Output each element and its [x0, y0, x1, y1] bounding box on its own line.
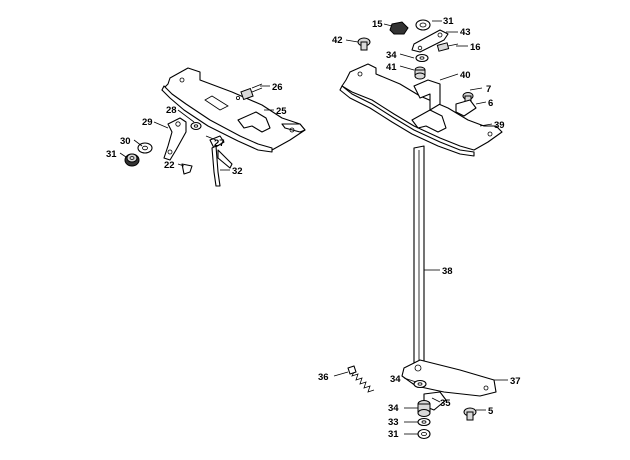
label-part-40: 40 — [460, 70, 471, 81]
label-part-22: 22 — [164, 160, 175, 171]
bushing-41 — [414, 66, 426, 80]
nut-31-left — [124, 153, 140, 167]
label-part-39: 39 — [494, 120, 505, 131]
nut-15 — [389, 21, 409, 35]
screw-5 — [463, 407, 477, 421]
label-part-27: 27 — [214, 138, 225, 149]
washer-28 — [190, 121, 202, 131]
bushing-34 — [417, 400, 431, 417]
label-part-33: 33 — [388, 417, 399, 428]
label-part-5: 5 — [488, 406, 494, 417]
label-part-6: 6 — [488, 98, 493, 109]
label-part-28: 28 — [166, 105, 177, 116]
label-part-36: 36 — [318, 372, 329, 383]
label-part-41: 41 — [386, 62, 397, 73]
lever-43 — [411, 29, 449, 53]
nut-31-top — [415, 19, 431, 31]
screw-42 — [357, 37, 371, 51]
spring-36 — [347, 365, 375, 393]
label-part-43: 43 — [460, 27, 471, 38]
right-bracket-plate — [339, 63, 503, 157]
label-part-16: 16 — [470, 42, 481, 53]
screw-26 — [240, 83, 263, 101]
label-part-38: 38 — [442, 266, 453, 277]
rod-32 — [211, 145, 233, 187]
label-part-25: 25 — [276, 106, 287, 117]
label-part-29: 29 — [142, 117, 153, 128]
washer-33 — [417, 417, 431, 427]
label-part-7: 7 — [486, 84, 491, 95]
leader-lines — [119, 20, 508, 435]
label-part-15: 15 — [372, 19, 383, 30]
lever-29 — [163, 117, 187, 161]
label-part-35: 35 — [440, 398, 451, 409]
washer-34-top — [415, 53, 429, 63]
label-part-31-left: 31 — [106, 149, 117, 160]
washer-34-mid — [413, 379, 427, 389]
label-part-42: 42 — [332, 35, 343, 46]
label-part-34-top: 34 — [386, 50, 397, 61]
label-part-34-bottom: 34 — [388, 403, 399, 414]
left-bracket-plate — [161, 67, 306, 153]
label-part-26: 26 — [272, 82, 283, 93]
pin-22 — [181, 163, 193, 175]
label-part-30: 30 — [120, 136, 131, 147]
label-part-31-top: 31 — [443, 16, 454, 27]
bracket-40 — [413, 79, 441, 111]
part-labels: 26 25 28 29 27 30 31 22 32 15 31 43 42 1… — [106, 16, 521, 440]
plate-37 — [401, 359, 497, 397]
label-part-32: 32 — [232, 166, 243, 177]
screw-16 — [436, 42, 459, 52]
nut-31-bottom — [417, 428, 431, 440]
label-part-34-mid: 34 — [390, 374, 401, 385]
label-part-31-bottom: 31 — [388, 429, 399, 440]
label-part-37: 37 — [510, 376, 521, 387]
shaft-38 — [413, 145, 425, 365]
screw-7 — [462, 92, 474, 103]
clip-6 — [455, 99, 477, 117]
